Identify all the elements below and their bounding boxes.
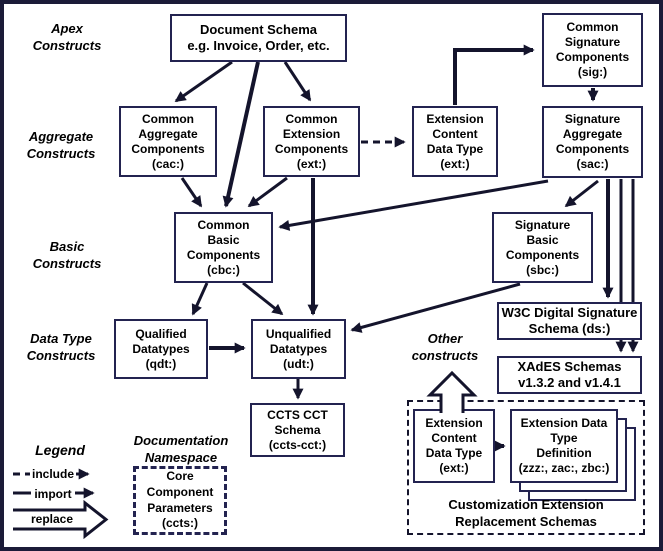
row-label-apex-constructs: Apex Constructs	[32, 21, 102, 53]
customization-extension-container	[407, 400, 645, 535]
edge-sac-to-cbc	[278, 179, 549, 231]
node-common-extension-components: Common Extension Components (ext:)	[263, 106, 360, 177]
node-unqualified-datatypes: Unqualified Datatypes (udt:)	[251, 319, 346, 379]
node-extension-content-data-type: Extension Content Data Type (ext:)	[412, 106, 498, 177]
edge-cac-to-cbc	[180, 177, 203, 208]
label-other-constructs: Other constructs	[411, 331, 479, 363]
core-component-parameters-box: Core Component Parameters (ccts:)	[133, 466, 227, 535]
replace-arrow-up-icon	[426, 370, 478, 413]
edge-doc-to-ext	[283, 61, 312, 102]
node-common-signature-components: Common Signature Components (sig:)	[542, 13, 643, 87]
node-common-basic-components: Common Basic Components (cbc:)	[174, 212, 273, 283]
node-xades-schemas: XAdES Schemas v1.3.2 and v1.4.1	[497, 356, 642, 394]
node-extension-data-type-definition: Extension Data Type Definition (zzz:, za…	[510, 409, 618, 483]
node-signature-basic-components: Signature Basic Components (sbc:)	[492, 212, 593, 283]
legend-title: Legend	[35, 441, 85, 458]
edge-doc-to-cbc	[222, 61, 260, 208]
edge-sac-to-sbc	[564, 179, 599, 208]
node-common-aggregate-components: Common Aggregate Components (cac:)	[119, 106, 217, 177]
node-extension-content-data-type-replacement: Extension Content Data Type (ext:)	[413, 409, 495, 483]
edge-doc-to-cac	[174, 60, 233, 103]
edge-ecdt-to-sig	[453, 44, 535, 105]
node-ccts-cct-schema: CCTS CCT Schema (ccts-cct:)	[250, 403, 345, 457]
node-w3c-digital-signature-schema: W3C Digital Signature Schema (ds:)	[497, 302, 642, 340]
label-documentation-namespace: Documentation Namespace	[133, 433, 229, 465]
legend-replace-arrow-icon	[13, 499, 109, 540]
legend-include-label: include	[30, 466, 76, 481]
legend-replace-label: replace	[30, 512, 74, 526]
label-customization-extension-replacement-schemas: Customization Extension Replacement Sche…	[448, 497, 604, 529]
legend-import-label: import	[31, 486, 75, 501]
edge-ext-to-cbc	[247, 176, 288, 208]
row-label-basic-constructs: Basic Constructs	[32, 239, 102, 271]
node-qualified-datatypes: Qualified Datatypes (qdt:)	[114, 319, 208, 379]
row-label-aggregate-constructs: Aggregate Constructs	[26, 129, 96, 161]
node-document-schema: Document Schema e.g. Invoice, Order, etc…	[170, 14, 347, 62]
edge-cbc-to-udt	[242, 281, 284, 316]
row-label-data-type-constructs: Data Type Constructs	[26, 331, 96, 363]
edge-sbc-to-udt	[350, 282, 521, 333]
edge-cbc-to-qdt	[191, 282, 209, 316]
node-signature-aggregate-components: Signature Aggregate Components (sac:)	[542, 106, 643, 178]
